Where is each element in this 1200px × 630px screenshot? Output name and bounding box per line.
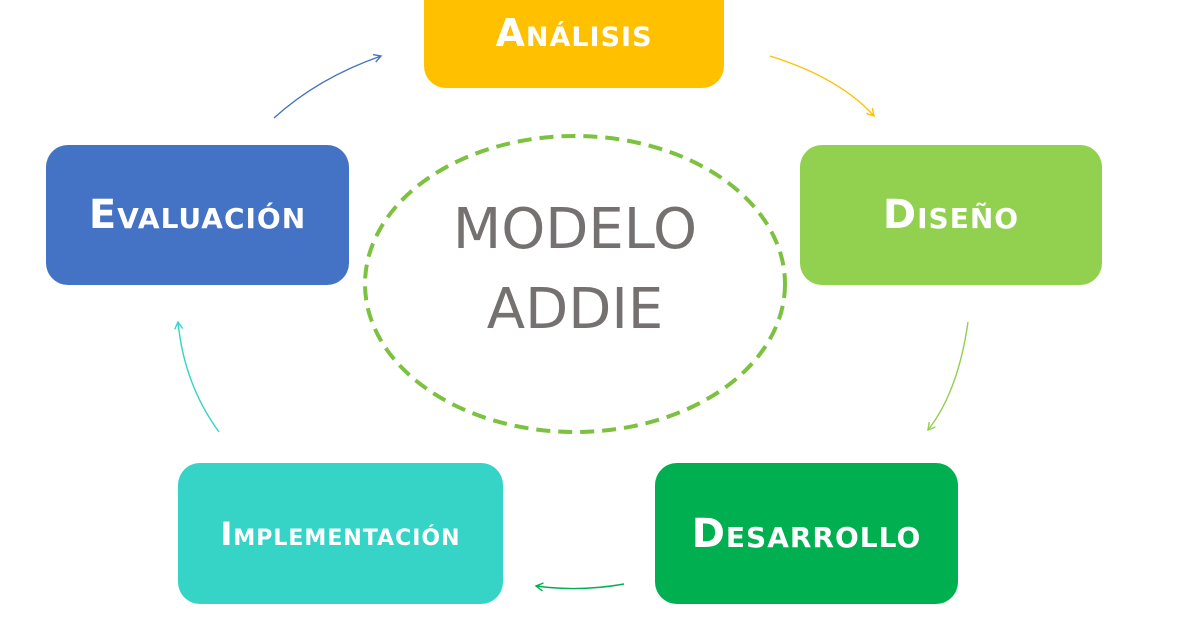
arrow-implementacion-to-evaluacion [174, 320, 220, 433]
stage-diseno: Diseño [800, 145, 1102, 285]
center-title-line2: ADDIE [486, 277, 664, 342]
center-title: MODELO ADDIE [415, 190, 735, 350]
arrow-desarrollo-to-implementacion [534, 582, 625, 592]
stage-evaluacion: Evaluación [46, 145, 349, 285]
stage-desarrollo: Desarrollo [655, 463, 958, 604]
arrow-diseno-to-desarrollo [927, 321, 969, 432]
center-dashed-circle [363, 134, 787, 434]
stage-analisis: Análisis [424, 0, 724, 88]
arrow-evaluacion-to-analisis [273, 53, 383, 119]
arrow-analisis-to-diseno [769, 55, 875, 118]
stage-implementacion: Implementación [178, 463, 503, 604]
center-title-line1: MODELO [452, 197, 698, 262]
